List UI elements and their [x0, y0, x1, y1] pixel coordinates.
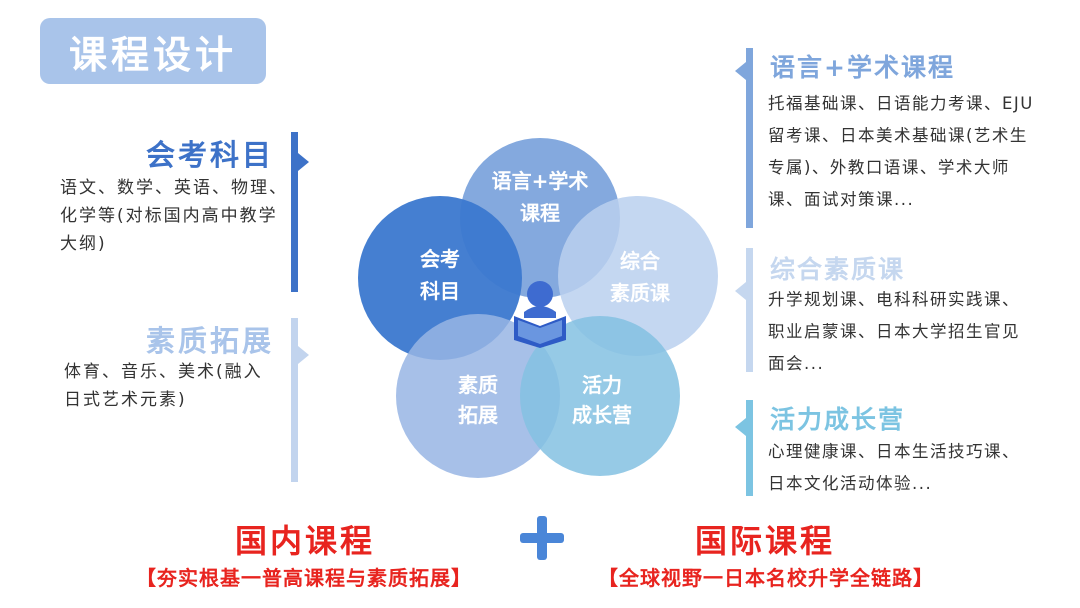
plus-icon	[520, 516, 564, 560]
international-course-title: 国际课程	[694, 522, 835, 560]
exam-subjects-arrow-icon	[298, 153, 309, 171]
comprehensive-quality-heading: 综合素质课	[770, 255, 906, 284]
comprehensive-quality-arrow-icon	[735, 282, 746, 300]
exam-subjects-text: 语文、数学、英语、物理、化学等(对标国内高中教学大纲)	[60, 178, 288, 254]
vitality-camp-bar	[746, 400, 753, 496]
left-heading-exam-subjects: 会考科目	[146, 132, 274, 174]
exam-subjects-heading: 会考科目	[145, 138, 274, 172]
international-course-subtitle: 【全球视野一日本名校升学全链路】	[598, 566, 934, 590]
page-title: 课程设计	[40, 18, 266, 84]
venn-label-language-academic-line2: 课程	[520, 201, 560, 225]
vitality-camp-arrow-icon	[735, 418, 746, 436]
venn-label-vitality-camp-line2: 成长营	[572, 403, 632, 427]
venn-label-quality-expansion-line1: 素质	[458, 373, 498, 397]
venn-label-comprehensive-quality-line2: 素质课	[610, 281, 671, 305]
vitality-camp-text: 心理健康课、日本生活技巧课、日本文化活动体验...	[768, 442, 1020, 493]
venn-label-exam-subjects-line2: 科目	[420, 279, 460, 303]
quality-expansion-arrow-icon	[298, 346, 309, 364]
quality-expansion-bar	[291, 318, 298, 482]
domestic-course-title: 国内课程	[234, 522, 375, 560]
comprehensive-quality-text: 升学规划课、电科科研实践课、职业启蒙课、日本大学招生官见面会...	[768, 290, 1020, 373]
language-academic-arrow-icon	[735, 62, 746, 80]
domestic-course-subtitle: 【夯实根基一普高课程与素质拓展】	[136, 566, 472, 590]
quality-expansion-text: 体育、音乐、美术(融入日式艺术元素)	[64, 362, 263, 410]
venn-circle-vitality-camp	[520, 316, 680, 476]
venn-circle-quality-expansion	[396, 314, 560, 478]
venn-label-vitality-camp-line1: 活力	[582, 373, 622, 397]
language-academic-bar	[746, 48, 753, 228]
language-academic-heading: 语言+学术课程	[770, 53, 955, 82]
exam-subjects-bar	[291, 132, 298, 292]
vitality-camp-heading: 活力成长营	[770, 405, 906, 434]
venn-label-exam-subjects-line1: 会考	[420, 247, 460, 271]
left-heading-quality-expansion: 素质拓展	[146, 318, 274, 360]
student-reading-icon	[514, 281, 566, 348]
quality-expansion-heading: 素质拓展	[145, 324, 274, 358]
venn-label-quality-expansion-line2: 拓展	[458, 403, 498, 427]
comprehensive-quality-bar	[746, 248, 753, 372]
venn-label-language-academic-line1: 语言+学术	[492, 169, 589, 193]
venn-label-comprehensive-quality-line1: 综合	[620, 249, 661, 273]
language-academic-text: 托福基础课、日语能力考课、EJU留考课、日本美术基础课(艺术生专属)、外教口语课…	[768, 94, 1034, 209]
venn-circle-comprehensive-quality	[558, 196, 718, 356]
